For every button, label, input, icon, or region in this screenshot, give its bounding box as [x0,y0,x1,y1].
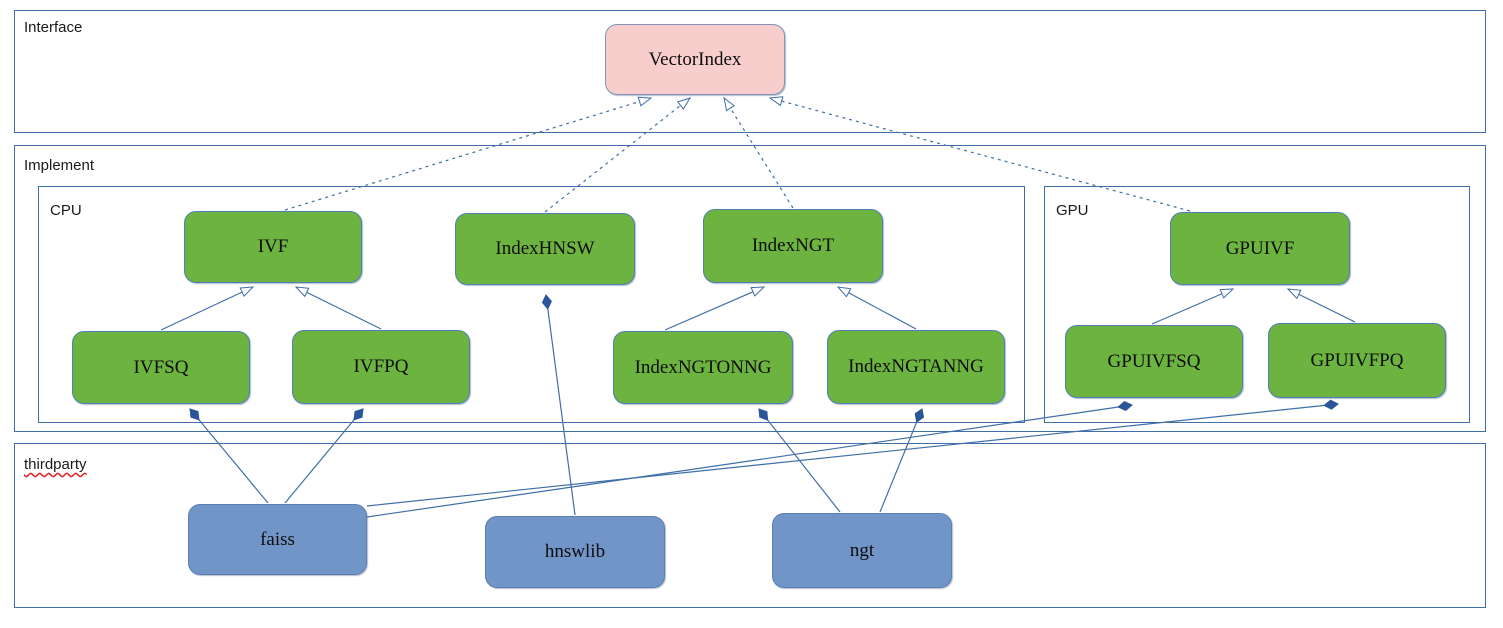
group-label-interface: Interface [24,19,83,36]
node-ivf[interactable]: IVF [184,211,362,283]
node-ngt[interactable]: ngt [772,513,952,588]
group-label-thirdparty: thirdparty [24,456,87,473]
node-indexngtonng[interactable]: IndexNGTONNG [613,331,793,404]
node-gpuivf[interactable]: GPUIVF [1170,212,1350,285]
node-indexngtanng[interactable]: IndexNGTANNG [827,330,1005,404]
node-hnswlib[interactable]: hnswlib [485,516,665,588]
node-gpuivfsq[interactable]: GPUIVFSQ [1065,325,1243,398]
node-ivfsq[interactable]: IVFSQ [72,331,250,404]
node-gpuivfpq[interactable]: GPUIVFPQ [1268,323,1446,398]
group-label-cpu: CPU [50,202,82,219]
node-vectorindex[interactable]: VectorIndex [605,24,785,95]
node-ivfpq[interactable]: IVFPQ [292,330,470,404]
group-label-implement: Implement [24,157,95,174]
node-faiss[interactable]: faiss [188,504,367,575]
node-indexhnsw[interactable]: IndexHNSW [455,213,635,285]
node-indexngt[interactable]: IndexNGT [703,209,883,283]
group-label-gpu: GPU [1056,202,1089,219]
